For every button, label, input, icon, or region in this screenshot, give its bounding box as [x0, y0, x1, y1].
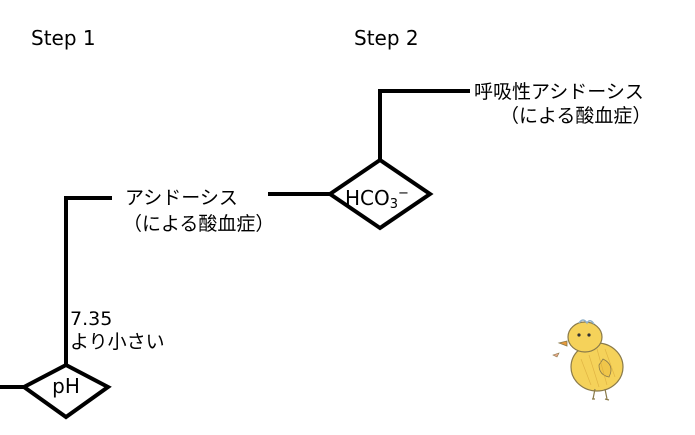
step1-heading: Step 1 — [31, 26, 96, 50]
hco3-diamond — [326, 157, 434, 231]
chick-icon — [545, 315, 635, 409]
step2-heading: Step 2 — [354, 26, 419, 50]
ph-node-label: pH — [52, 374, 80, 398]
hco3-branch-line — [378, 89, 470, 162]
ph-branch-line — [64, 196, 112, 369]
acidosis-label: アシドーシス — [125, 187, 238, 209]
hco3-label-superscript: − — [398, 186, 409, 201]
hco3-node-label: HCO3− — [345, 182, 435, 217]
ph-condition-value: 7.35 — [70, 308, 113, 330]
ph-condition-text: より小さい — [70, 331, 165, 353]
ph-diamond — [20, 362, 112, 420]
hco3-label-subscript: 3 — [389, 197, 399, 212]
respiratory-acidosis-label: 呼吸性アシドーシス — [474, 81, 644, 103]
acidosis-subtext: （による酸血症） — [123, 213, 275, 235]
hco3-label-main: HCO — [345, 186, 390, 210]
respiratory-acidosis-subtext: （による酸血症） — [500, 105, 652, 127]
